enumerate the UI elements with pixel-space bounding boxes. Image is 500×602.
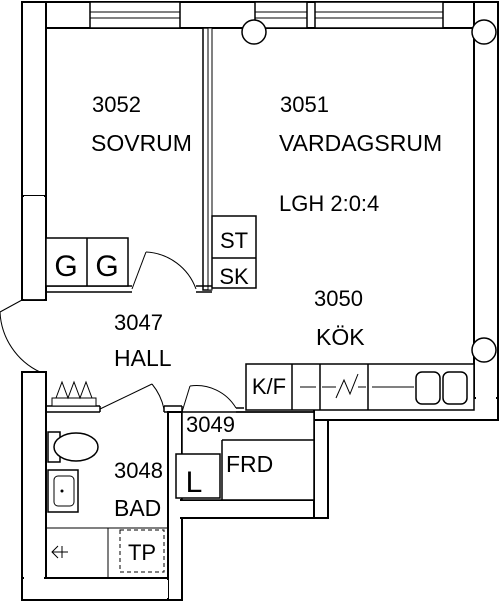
room-frd: 3049 FRD (186, 412, 273, 477)
window-living-1 (254, 1, 308, 29)
room-number-bath: 3048 (114, 458, 163, 483)
storage-st-sk: ST SK (211, 215, 257, 289)
pantry-l-label: L (186, 466, 203, 499)
room-name-hall: HALL (114, 345, 172, 371)
wardrobes: G G (45, 237, 129, 287)
room-number-hall: 3047 (114, 310, 163, 335)
door-frd (181, 385, 314, 413)
window-living-2 (314, 1, 444, 29)
floor-drain-icon (51, 545, 68, 559)
interior-wall-bedroom-living (202, 27, 213, 291)
wardrobe-label-1: G (54, 250, 77, 283)
window-bedroom (89, 1, 181, 29)
column-top-right (471, 19, 497, 45)
wall-hall-bath (46, 405, 183, 420)
room-name-frd: FRD (226, 451, 273, 477)
door-bathroom (99, 383, 165, 410)
room-living: 3051 VARDAGSRUM (279, 92, 442, 156)
room-hall: 3047 HALL (114, 310, 172, 371)
room-number-frd: 3049 (186, 412, 235, 437)
room-name-bath: BAD (114, 495, 161, 521)
room-name-living: VARDAGSRUM (279, 130, 442, 156)
door-bedroom (131, 251, 197, 290)
shower-tp: TP (46, 527, 168, 578)
room-bedroom: 3052 SOVRUM (91, 92, 192, 156)
storage-sk-label: SK (219, 264, 249, 289)
room-number-bedroom: 3052 (92, 92, 141, 117)
door-entrance (0, 299, 46, 373)
room-name-bedroom: SOVRUM (91, 130, 192, 156)
column-right-lower (471, 337, 497, 363)
radiator-bath (51, 380, 97, 407)
room-name-kitchen: KÖK (316, 324, 365, 350)
washer-dryer-label: TP (128, 540, 156, 565)
room-kitchen: 3050 KÖK (314, 286, 365, 350)
wardrobe-label-2: G (95, 250, 118, 283)
room-bath: 3048 BAD (114, 458, 163, 521)
toilet (47, 431, 99, 463)
closet-frd: L (175, 411, 315, 501)
storage-st-label: ST (220, 228, 248, 253)
room-number-living: 3051 (280, 92, 329, 117)
room-number-kitchen: 3050 (314, 286, 363, 311)
kitchen-counter: K/F (245, 363, 475, 411)
washbasin (47, 469, 79, 513)
column-top-left (241, 19, 267, 45)
fridge-freezer-label: K/F (252, 374, 286, 399)
apartment-label: LGH 2:0:4 (279, 191, 379, 216)
